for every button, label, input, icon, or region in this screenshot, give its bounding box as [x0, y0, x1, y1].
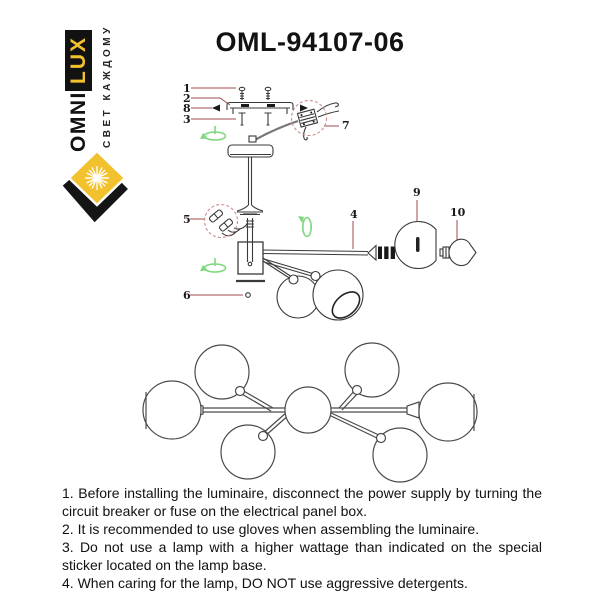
ceiling-canopy — [227, 135, 274, 216]
globe — [372, 427, 428, 483]
decorative-screw — [245, 292, 251, 298]
instruction-line: 1. Before installing the luminaire, disc… — [62, 485, 542, 519]
brand-name-accent: LUX — [65, 30, 92, 92]
safety-instructions: 1. Before installing the luminaire, disc… — [62, 485, 542, 592]
mount-bolt-icon — [238, 112, 272, 126]
brand-name: OMNILUX — [65, 10, 92, 152]
globe — [142, 380, 202, 440]
mounting-bracket — [226, 101, 294, 114]
terminal-block — [252, 99, 340, 142]
central-body — [236, 213, 265, 283]
brand-name-primary: OMNI — [67, 91, 90, 152]
part-label-9: 9 — [413, 186, 421, 199]
rotate-icon — [200, 126, 227, 141]
lamp-arm — [262, 244, 395, 262]
slide-direction-arrows — [212, 104, 308, 112]
part-label-5: 5 — [183, 213, 191, 226]
brand-logo: OMNILUX СВЕТ КАЖДОМУ — [60, 8, 134, 223]
assembled-luminaire-drawing — [142, 342, 478, 483]
rotate-icon — [200, 258, 227, 273]
part-label-3: 3 — [183, 113, 191, 126]
instruction-line: 2. It is recommended to use gloves when … — [62, 520, 480, 537]
model-number: OML-94107-06 — [215, 27, 405, 57]
part-label-2: 2 — [183, 92, 191, 105]
glass-shade — [394, 220, 437, 270]
bulb — [439, 238, 477, 267]
assembled-arm-globes — [262, 257, 364, 321]
brand-diamond-icon — [62, 149, 128, 223]
brand-tagline: СВЕТ КАЖДОМУ — [102, 24, 113, 148]
part-label-10: 10 — [450, 206, 466, 219]
mount-screw-icon — [238, 86, 272, 100]
globe — [194, 344, 250, 400]
globe — [344, 342, 400, 398]
part-label-1: 1 — [183, 82, 191, 95]
instruction-line: 3. Do not use a lamp with a higher watta… — [62, 538, 542, 573]
part-label-8: 8 — [183, 102, 191, 115]
globe — [418, 382, 478, 442]
instruction-line: 4. When caring for the lamp, DO NOT use … — [62, 574, 468, 591]
part-label-7: 7 — [342, 119, 350, 132]
part-labels: 1 2 8 3 7 5 4 9 10 6 — [183, 82, 466, 302]
exploded-diagram: 1 2 8 3 7 5 4 9 10 6 — [183, 82, 477, 321]
part-label-4: 4 — [350, 208, 358, 221]
rotate-icon-vertical — [298, 216, 313, 238]
leader-lines — [190, 87, 458, 296]
central-sphere — [284, 386, 332, 434]
part-label-6: 6 — [183, 289, 191, 302]
